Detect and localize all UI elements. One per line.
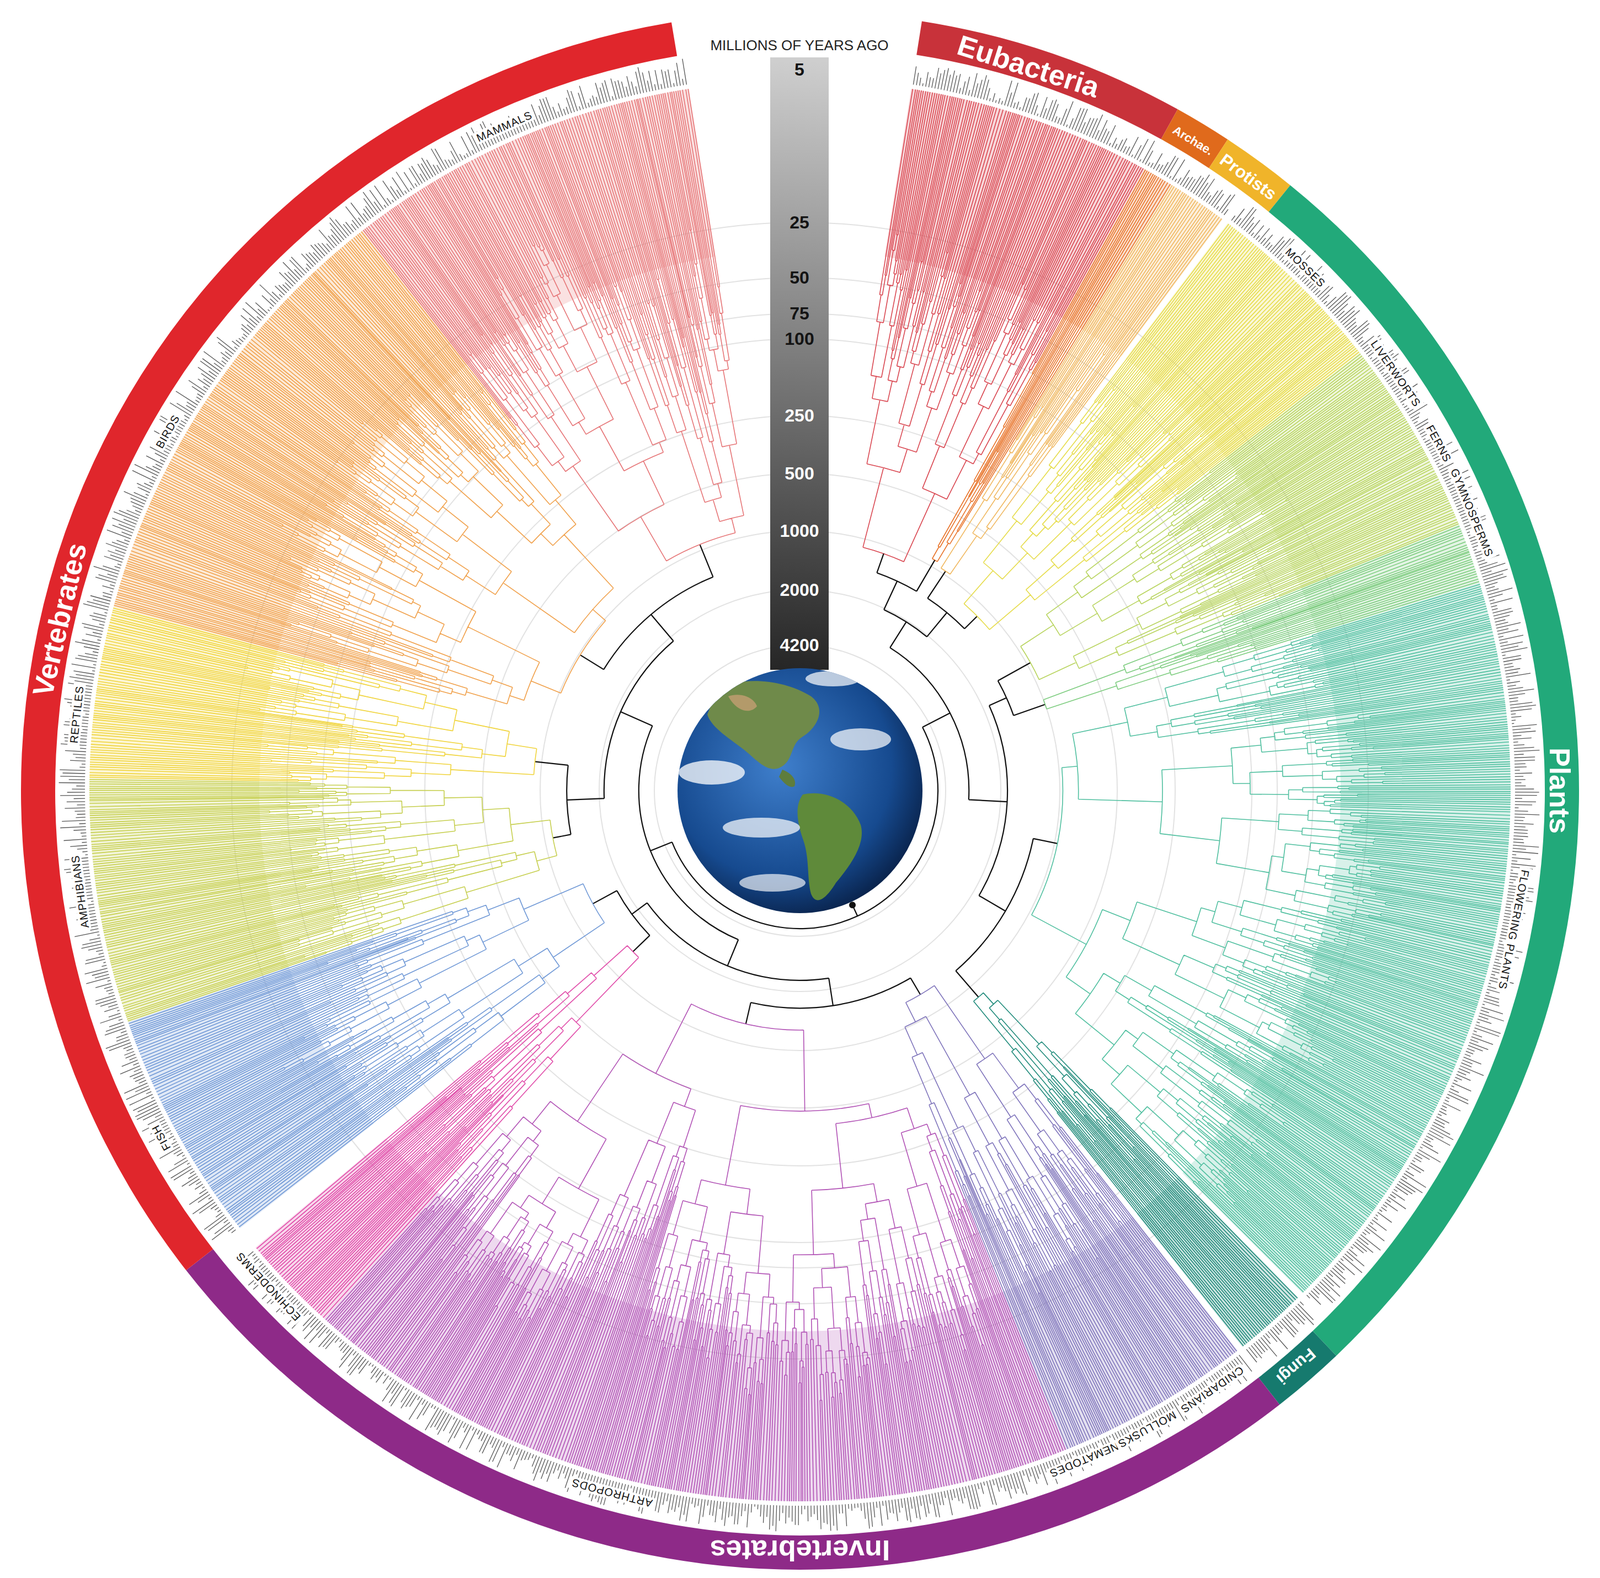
- root-dot: [849, 901, 856, 909]
- time-ring: [599, 589, 1001, 992]
- band-label: Invertebrates: [710, 1534, 891, 1567]
- branch: [363, 88, 744, 562]
- branch: [128, 883, 605, 1228]
- desert: [728, 694, 757, 711]
- branch: [325, 1004, 1066, 1502]
- group-band: Invertebrates: [706, 1536, 894, 1565]
- species-name-ticks: [59, 59, 1540, 1532]
- earth-globe: [677, 668, 923, 914]
- time-ring: [654, 644, 946, 937]
- branch: [941, 185, 1223, 575]
- scale-value: 50: [789, 268, 810, 287]
- globe-land: [678, 670, 892, 900]
- group-bands: [20, 20, 1580, 1570]
- scale-value: 500: [784, 464, 814, 483]
- branch: [89, 779, 557, 1022]
- scale-value: 1000: [779, 521, 819, 540]
- cloud: [739, 873, 806, 892]
- branch: [932, 169, 1171, 562]
- band-arc: [1268, 185, 1580, 1357]
- scale-value: 4200: [779, 636, 819, 654]
- species-tick: [59, 59, 1540, 1532]
- cloud: [722, 817, 800, 838]
- scale-value: 75: [789, 304, 810, 323]
- continent: [707, 680, 820, 770]
- band-arc: [20, 22, 677, 1271]
- scale-value: 100: [784, 329, 814, 348]
- cloud: [830, 728, 892, 751]
- scale-value: 2000: [779, 580, 819, 599]
- cloud: [678, 760, 745, 785]
- scale-value: 25: [789, 213, 810, 232]
- group-band: Plants: [1545, 744, 1575, 837]
- group-label: REPTILES: [67, 683, 87, 746]
- scale-value: 250: [784, 406, 814, 425]
- band-arc: [916, 20, 1178, 140]
- group-band: Vertebrates: [27, 536, 93, 702]
- group-band: Eubacteria: [951, 29, 1107, 103]
- band-arc: [185, 1249, 1280, 1570]
- scale-title: MILLIONS OF YEARS AGO: [710, 38, 889, 53]
- continent: [779, 769, 796, 787]
- globe-sea: [677, 668, 923, 914]
- cloud: [805, 670, 861, 687]
- scale-value: 5: [794, 60, 805, 79]
- continent: [797, 793, 862, 901]
- band-label: Plants: [1543, 747, 1576, 834]
- time-scale-bar: [770, 57, 829, 670]
- group-label: FISH: [147, 1120, 174, 1155]
- band-label: Eubacteria: [953, 28, 1104, 104]
